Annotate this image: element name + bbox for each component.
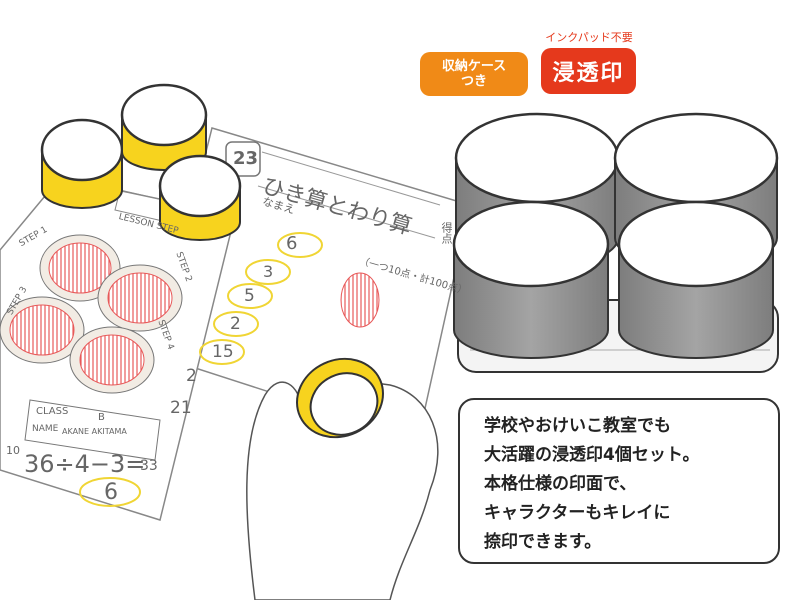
worksheet-number-box	[225, 141, 261, 177]
gray-stamp	[452, 200, 610, 359]
answer: 3	[263, 262, 274, 281]
stamp-impression	[340, 272, 380, 328]
caption-line: キャラクターもキレイに	[484, 503, 671, 523]
problem-line: 36÷4−3=	[24, 450, 146, 478]
self-inking-badge: 浸透印	[541, 48, 636, 94]
class-value: B	[98, 412, 105, 423]
stamp-impression	[9, 304, 75, 356]
hand	[246, 357, 439, 600]
caption-line: 大活躍の浸透印4個セット。	[484, 445, 700, 465]
ink-pad-note: インクパッド不要	[545, 31, 633, 44]
yellow-stamp	[120, 83, 208, 171]
answer: 2	[186, 366, 197, 386]
worksheet-number: 23	[233, 148, 259, 169]
caption-line: 本格仕様の印面で、	[484, 474, 637, 494]
stamp-impression	[107, 272, 173, 324]
yellow-stamp	[158, 154, 242, 241]
name-plate	[24, 399, 161, 461]
answer: 2	[230, 314, 241, 334]
yellow-stamp-in-hand	[296, 357, 384, 439]
caption-line: 学校やおけいこ教室でも	[484, 416, 671, 436]
storage-case-badge-line1: 収納ケース	[441, 59, 507, 74]
name-row-value: AKANE AKITAMA	[62, 427, 127, 436]
answer: 21	[170, 398, 192, 418]
answer: 6	[286, 233, 298, 254]
caption-box: 学校やおけいこ教室でも 大活躍の浸透印4個セット。 本格仕様の印面で、 キャラク…	[458, 398, 780, 564]
yellow-stamp	[40, 118, 124, 209]
extra-number: 33	[140, 458, 158, 474]
score-label: 得点	[440, 222, 453, 244]
storage-case-badge: 収納ケース つき	[420, 52, 528, 96]
answer: 5	[244, 286, 255, 306]
class-label: CLASS	[36, 406, 69, 417]
gray-stamp	[617, 200, 775, 359]
answer: 15	[212, 342, 234, 362]
stamp-impression	[79, 334, 145, 386]
circled-number: 10	[6, 444, 20, 457]
caption-line: 捺印できます。	[484, 532, 602, 552]
answer-highlights	[79, 232, 323, 507]
stamp-impression	[48, 242, 112, 294]
problem-answer: 6	[104, 480, 118, 505]
storage-case-badge-line2: つき	[460, 74, 487, 89]
name-row-label: NAME	[32, 424, 59, 434]
